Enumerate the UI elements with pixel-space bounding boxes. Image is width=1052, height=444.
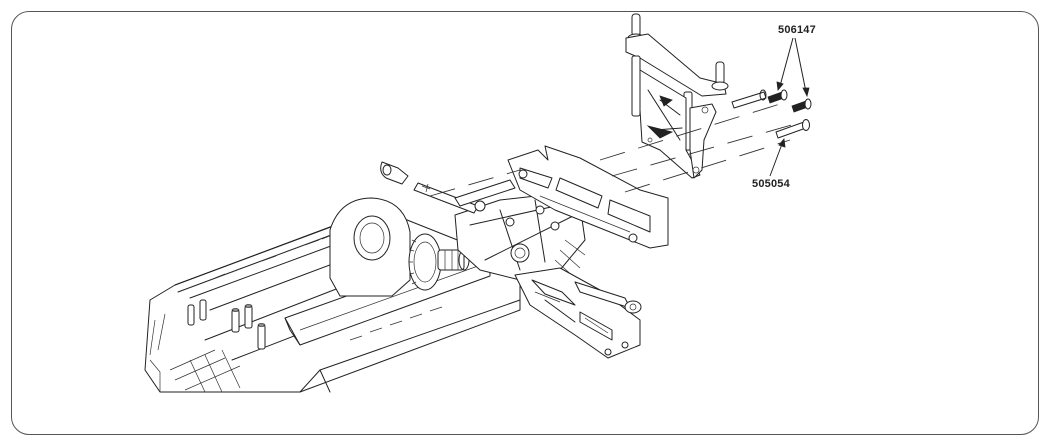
callout-506147-arrows: [776, 37, 810, 98]
rear-bumper: [507, 145, 669, 249]
part-number-label-506147: 506147: [778, 24, 816, 36]
turnbuckle: [380, 161, 516, 214]
screw-506147-upper: [767, 89, 788, 104]
screw-506147-lower: [791, 98, 812, 113]
shoulder-pin-505054: [775, 119, 810, 139]
gearbox: [329, 197, 470, 297]
part-number-label-505054: 505054: [752, 178, 790, 190]
alignment-lines: [429, 103, 796, 197]
body-mount-assembly: [625, 13, 767, 179]
rear-bulkhead: [454, 194, 586, 281]
suspension-arm: [514, 267, 642, 359]
callout-505054-arrow: [769, 138, 786, 177]
diagram-frame: [11, 11, 1039, 435]
